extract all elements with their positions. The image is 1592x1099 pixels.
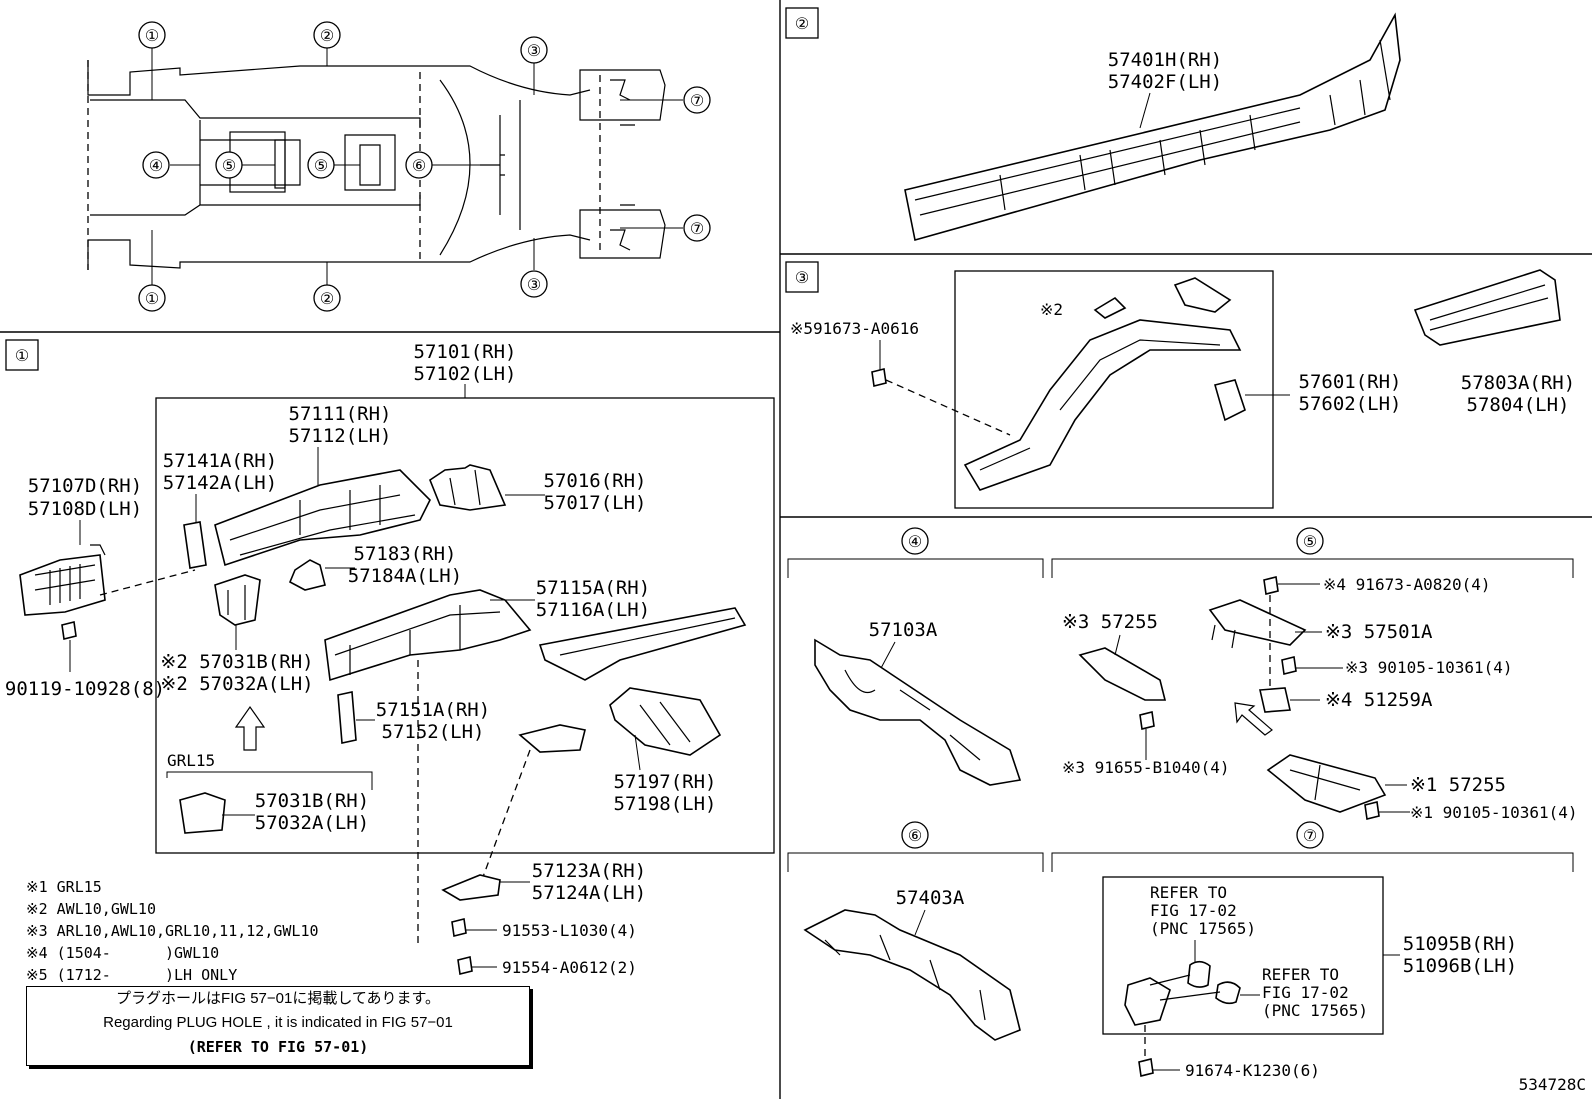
pn-91655: ※3 91655-B1040(4) [1062, 758, 1230, 777]
ref2-line2: FIG 17-02 [1262, 983, 1349, 1002]
pn-90119: 90119-10928(8) [5, 678, 165, 700]
mark-2: ※2 [1040, 300, 1063, 319]
pn-90105-3: ※3 90105-10361(4) [1345, 658, 1513, 677]
section-6: ⑥ 57403A [787, 821, 1044, 1041]
note-5: ※5 (1712- )LH ONLY [26, 966, 237, 984]
ref2-line1: REFER TO [1262, 965, 1339, 984]
pn-57102: 57102(LH) [414, 363, 517, 385]
note-2: ※2 AWL10,GWL10 [26, 900, 156, 918]
notice-line-en: Regarding PLUG HOLE , it is indicated in… [103, 1014, 453, 1031]
pn-91673-a0616: ※591673-A0616 [790, 319, 919, 338]
pn-57198: 57198(LH) [614, 793, 717, 815]
pn-51095b: 51095B(RH) [1403, 933, 1517, 955]
notice-line-jp: プラグホールはFIG 57−01に掲載してあります。 [116, 990, 440, 1007]
pn-57141a: 57141A(RH) [163, 450, 277, 472]
pn-91673-a0820: ※4 91673-A0820(4) [1323, 575, 1491, 594]
callout-1-top: ① [145, 26, 159, 45]
note-3: ※3 ARL10,AWL10,GRL10,11,12,GWL10 [26, 922, 319, 940]
pn-57111: 57111(RH) [289, 403, 392, 425]
pn-90105-1: ※1 90105-10361(4) [1410, 803, 1578, 822]
pn-57115a: 57115A(RH) [536, 577, 650, 599]
label-grl15: GRL15 [167, 751, 215, 770]
callout-4: ④ [149, 156, 163, 175]
ref2-line3: (PNC 17565) [1262, 1001, 1368, 1020]
callout-1-bottom: ① [145, 289, 159, 308]
pn-57017: 57017(LH) [544, 492, 647, 514]
section-1-badge: ① [15, 346, 29, 365]
figure-id: 534728C [1519, 1075, 1586, 1094]
callout-6: ⑥ [412, 156, 426, 175]
pn-51259a: ※4 51259A [1325, 689, 1433, 711]
floor-overview: ① ② ③ ④ ⑤ ⑤ ⑥ ⑦ ⑦ ① ② ③ [87, 21, 711, 312]
note-1: ※1 GRL15 [26, 878, 102, 896]
callout-7-bottom: ⑦ [690, 219, 704, 238]
pn-57184a: 57184A(LH) [348, 565, 462, 587]
callout-5a: ⑤ [222, 156, 236, 175]
pn-57255-3: ※3 57255 [1062, 611, 1158, 633]
pn-91674: 91674-K1230(6) [1185, 1061, 1320, 1080]
section-2-badge: ② [795, 14, 809, 33]
ref1-line2: FIG 17-02 [1150, 901, 1237, 920]
section-4-badge: ④ [908, 532, 922, 551]
pn-57016: 57016(RH) [544, 470, 647, 492]
overview-callout-numbers: ① ② ③ ④ ⑤ ⑤ ⑥ ⑦ ⑦ ① ② ③ [145, 26, 704, 308]
section-5-badge: ⑤ [1303, 532, 1317, 551]
section-1: 57101(RH) 57102(LH) 57107D(RH) 57108D(LH… [5, 341, 775, 984]
pn-57116a: 57116A(LH) [536, 599, 650, 621]
section-4: ④ 57103A [787, 527, 1044, 786]
pn-57112: 57112(LH) [289, 425, 392, 447]
pn-57403a: 57403A [896, 887, 965, 909]
callout-7-top: ⑦ [690, 91, 704, 110]
note-4: ※4 (1504- )GWL10 [26, 944, 219, 962]
pn-57032a-grl: 57032A(LH) [255, 812, 369, 834]
section-badges: ① ② ③ [5, 7, 819, 371]
callout-2-top: ② [320, 26, 334, 45]
callout-5b: ⑤ [314, 156, 328, 175]
pn-57601: 57601(RH) [1299, 371, 1402, 393]
footnotes: ※1 GRL15 ※2 AWL10,GWL10 ※3 ARL10,AWL10,G… [26, 878, 319, 984]
overview-callouts [138, 21, 711, 312]
pn-57031b-grl: 57031B(RH) [255, 790, 369, 812]
pn-57183: 57183(RH) [354, 543, 457, 565]
pn-57255-1: ※1 57255 [1410, 774, 1506, 796]
section-3-badge: ③ [795, 268, 809, 287]
pn-57152: 57152(LH) [382, 721, 485, 743]
plug-hole-notice: プラグホールはFIG 57−01に掲載してあります。 Regarding PLU… [26, 986, 530, 1066]
ref1-line1: REFER TO [1150, 883, 1227, 902]
section-7-badge: ⑦ [1303, 826, 1317, 845]
pn-57124a: 57124A(LH) [532, 882, 646, 904]
pn-57107d: 57107D(RH) [28, 475, 142, 497]
pn-57402f: 57402F(LH) [1108, 71, 1222, 93]
pn-57501a: ※3 57501A [1325, 621, 1433, 643]
pn-57031b: ※2 57031B(RH) [160, 651, 313, 673]
pn-57197: 57197(RH) [614, 771, 717, 793]
pn-57803a: 57803A(RH) [1461, 372, 1575, 394]
section-3: ※591673-A0616 ※2 57601(RH) 57602(LH) 578… [790, 269, 1575, 509]
pn-57142a: 57142A(LH) [163, 472, 277, 494]
pn-57101: 57101(RH) [414, 341, 517, 363]
pn-91554: 91554-A0612(2) [502, 958, 637, 977]
pn-57103a: 57103A [869, 619, 938, 641]
callout-3-top: ③ [527, 41, 541, 60]
section-7: ⑦ REFER TO FIG 17-02 (PNC 17565) REFER T… [1051, 821, 1574, 1080]
section-5: ⑤ ※4 91673-A0820(4) ※3 57255 ※3 91655-B1… [1051, 527, 1578, 822]
pn-57804: 57804(LH) [1467, 394, 1570, 416]
ref1-line3: (PNC 17565) [1150, 919, 1256, 938]
callout-3-bottom: ③ [527, 275, 541, 294]
pn-51096b: 51096B(LH) [1403, 955, 1517, 977]
pn-91553: 91553-L1030(4) [502, 921, 637, 940]
pn-57602: 57602(LH) [1299, 393, 1402, 415]
pn-57032a: ※2 57032A(LH) [160, 673, 313, 695]
pn-57123a: 57123A(RH) [532, 860, 646, 882]
notice-reference: (REFER TO FIG 57-01) [187, 1038, 369, 1056]
callout-2-bottom: ② [320, 289, 334, 308]
pn-57108d: 57108D(LH) [28, 498, 142, 520]
section-6-badge: ⑥ [908, 826, 922, 845]
pn-57151a: 57151A(RH) [376, 699, 490, 721]
pn-57401h: 57401H(RH) [1108, 49, 1222, 71]
section-2: 57401H(RH) 57402F(LH) [904, 12, 1401, 242]
